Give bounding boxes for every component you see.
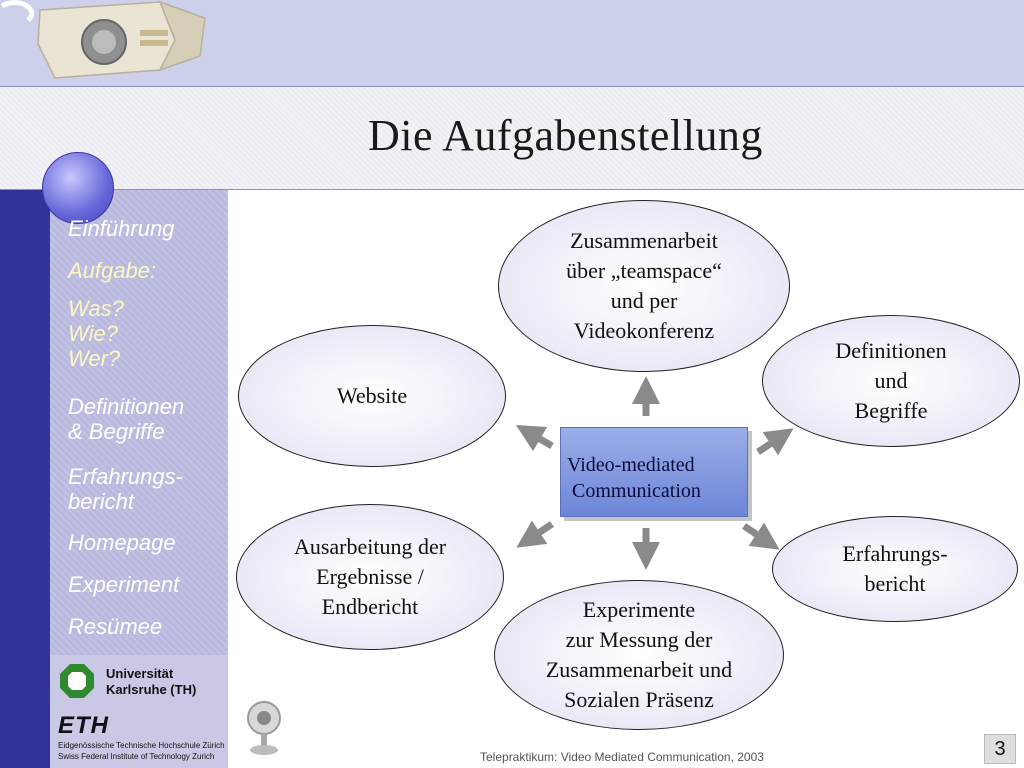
nav-item-aufgabe[interactable]: Aufgabe: [68, 258, 157, 283]
uni-karlsruhe-emblem-icon [60, 664, 94, 698]
projector-image-area [0, 0, 228, 86]
nav-item-erfahrungsbericht[interactable]: Erfahrungs- bericht [68, 464, 183, 514]
arrow-down-right [742, 522, 780, 550]
eth-wordmark: ETH [58, 712, 109, 739]
slide-title: Die Aufgabenstellung [368, 111, 763, 160]
node-definitionen: Definitionen und Begriffe [762, 315, 1020, 447]
decorative-circle [42, 152, 114, 224]
node-website: Website [238, 325, 506, 467]
node-erfahrungsbericht: Erfahrungs- bericht [772, 516, 1018, 622]
header-band [228, 0, 1024, 86]
page-number: 3 [984, 734, 1016, 764]
eth-logo: ETH Eidgenössische Technische Hochschule… [58, 712, 225, 762]
center-video-mediated-communication: Video-mediated Communication [560, 427, 748, 517]
nav-item-was-wie-wer[interactable]: Was? Wie? Wer? [68, 296, 124, 371]
webcam-icon [247, 701, 281, 755]
slide-footer: Telepraktikum: Video Mediated Communicat… [480, 750, 764, 764]
arrow-up-left [515, 424, 554, 452]
eth-line2: Swiss Federal Institute of Technology Zu… [58, 752, 215, 761]
eth-line1: Eidgenössische Technische Hochschule Zür… [58, 741, 225, 750]
title-bar [0, 86, 1024, 190]
nav-item-experiment[interactable]: Experiment [68, 572, 180, 597]
nav-item-resuemee[interactable]: Resümee [68, 614, 163, 639]
nav-item-homepage[interactable]: Homepage [68, 530, 176, 555]
arrow-down-left [516, 520, 554, 548]
node-zusammenarbeit: Zusammenarbeit über „teamspace“ und per … [498, 200, 790, 372]
uni-karlsruhe-logo: Universität Karlsruhe (TH) [60, 662, 230, 706]
nav-item-definitionen[interactable]: Definitionen & Begriffe [68, 394, 185, 444]
node-ausarbeitung: Ausarbeitung der Ergebnisse / Endbericht [236, 504, 504, 650]
arrow-up-right [756, 428, 794, 456]
node-experimente: Experimente zur Messung der Zusammenarbe… [494, 580, 784, 730]
uni-name-line1: Universität [106, 666, 174, 681]
nav-item-einfuehrung[interactable]: Einführung [68, 216, 175, 241]
uni-name-line2: Karlsruhe (TH) [106, 682, 197, 697]
projector-icon [0, 0, 206, 79]
